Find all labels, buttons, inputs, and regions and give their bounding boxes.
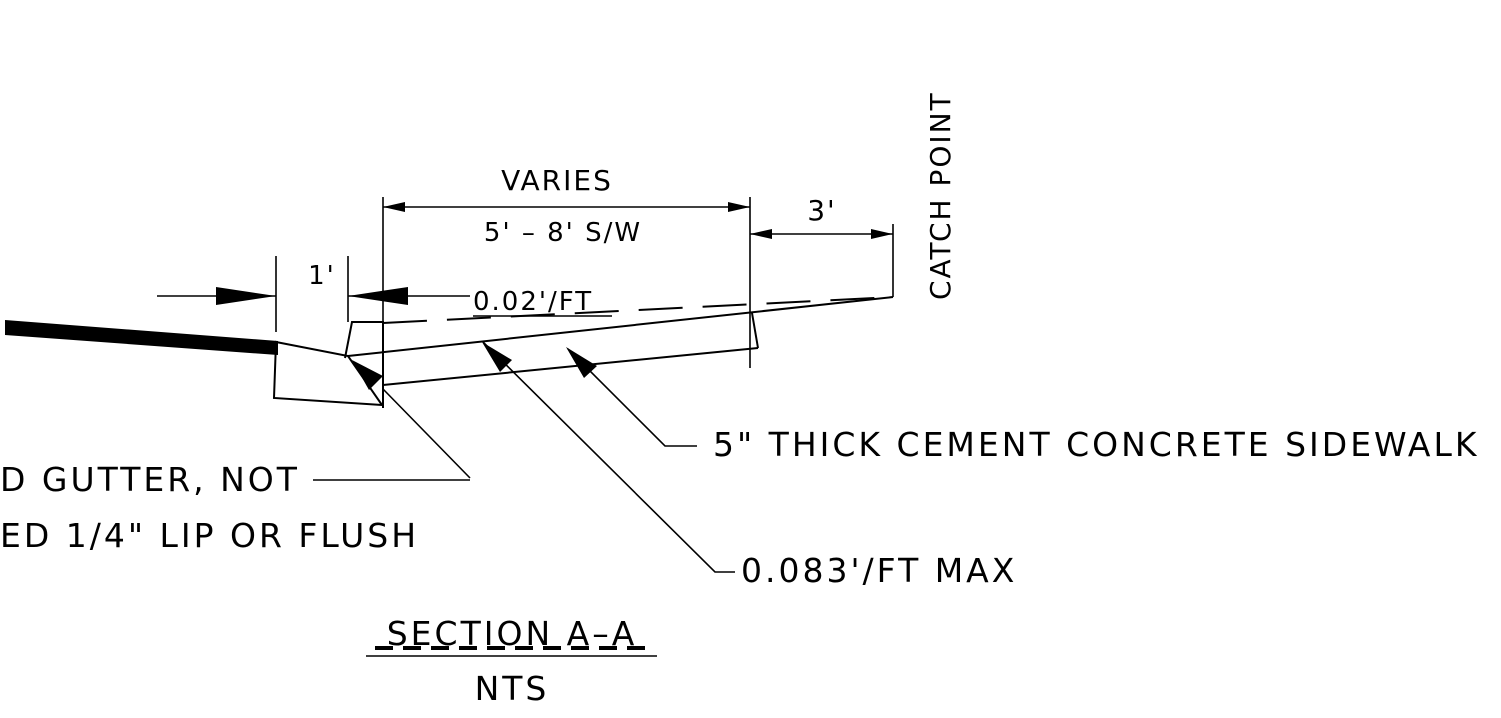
- label-gutter-width: 1': [308, 261, 336, 291]
- leader-gutter: [382, 388, 471, 479]
- curb-lip: [344, 321, 384, 408]
- dim-arrow-gutter-right: [348, 287, 408, 305]
- sidewalk-bottom-line: [382, 347, 759, 386]
- label-varies: VARIES: [501, 164, 613, 197]
- leader-arrow-gutter: [352, 360, 383, 390]
- label-catch-point: CATCH POINT: [924, 91, 957, 300]
- section-title: SECTION A–A: [387, 614, 638, 653]
- label-gutter-note-line2: ED 1/4" LIP OR FLUSH: [0, 516, 419, 555]
- dim-arrow-left: [383, 202, 405, 212]
- label-cross-slope: 0.02'/FT: [473, 287, 593, 317]
- leader-arrow-slope-max: [482, 342, 512, 372]
- dashed-slope-line: [382, 296, 894, 324]
- dim-arrow-catch-right: [871, 229, 893, 239]
- scale-note: NTS: [475, 669, 550, 708]
- label-sidewalk-width: 5' – 8' S/W: [484, 218, 642, 248]
- leader-arrow-sidewalk: [566, 347, 597, 378]
- sidewalk-top-line: [347, 296, 894, 357]
- leader-sidewalk: [567, 348, 697, 447]
- dim-arrow-catch-left: [750, 229, 772, 239]
- label-gutter-note-line1: D GUTTER, NOT: [0, 460, 300, 499]
- label-sidewalk-note: 5" THICK CEMENT CONCRETE SIDEWALK: [713, 425, 1479, 464]
- label-catch-offset: 3': [807, 194, 837, 227]
- label-slope-max: 0.083'/FT MAX: [741, 551, 1017, 590]
- sidewalk-back-edge: [751, 312, 759, 349]
- road-pavement: [5, 320, 278, 355]
- dim-arrow-gutter-left: [216, 287, 276, 305]
- leader-slope-max: [482, 341, 735, 573]
- dim-arrow-right: [728, 202, 750, 212]
